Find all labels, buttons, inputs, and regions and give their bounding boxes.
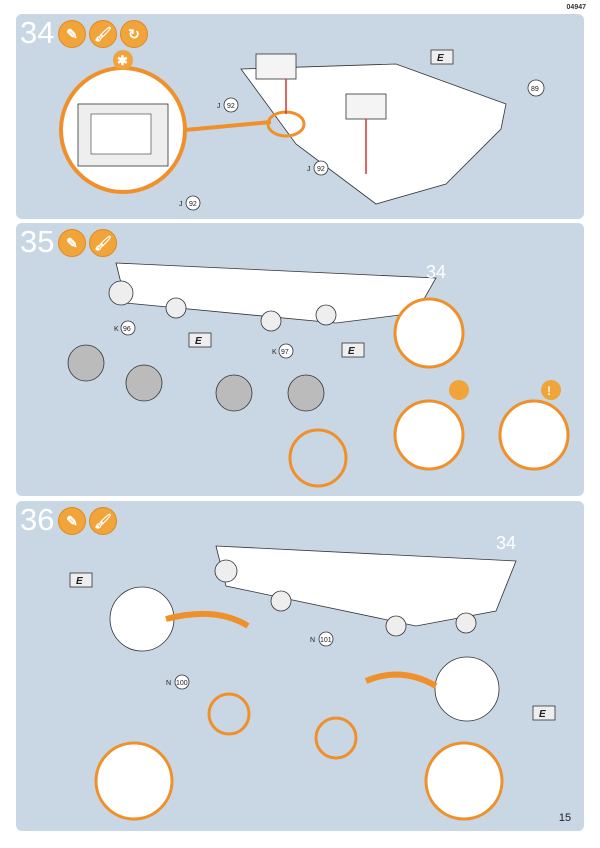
- part-label-j92: 92: [189, 201, 197, 208]
- decal-letter: E: [195, 336, 202, 347]
- reference-step-number: 34: [496, 533, 516, 553]
- step-34-illustration: ✱ 92 92 92 89 J J J E: [59, 49, 545, 211]
- part-letter: N: [310, 637, 315, 644]
- part-label-89: 89: [531, 86, 539, 93]
- part-letter: K: [272, 349, 277, 356]
- part-label-n101: 101: [320, 637, 332, 644]
- part-label-j92: 92: [317, 166, 325, 173]
- part-letter: J: [307, 166, 311, 173]
- decal-flag-icon: [532, 705, 556, 721]
- detail-circle: [94, 741, 174, 821]
- step-icons: ✎ 🖌: [58, 229, 117, 257]
- step-icons: ✎ 🖌 ↻: [58, 20, 148, 48]
- detail-circle: [434, 656, 500, 722]
- paint-brush-icon: 🖌: [89, 229, 117, 257]
- decal-flag-icon: [430, 49, 454, 65]
- svg-text:!: !: [547, 384, 551, 398]
- decal-letter: E: [539, 709, 546, 720]
- reference-step-number: 34: [426, 262, 446, 282]
- step-icons: ✎ 🖌: [58, 507, 117, 535]
- part-label-k97: 97: [281, 349, 289, 356]
- svg-text:✱: ✱: [117, 53, 128, 68]
- rotate-icon: ↻: [120, 20, 148, 48]
- step-35-illustration: 34 96 97 K K ! E E: [67, 262, 570, 488]
- detail-circle: [393, 297, 465, 369]
- part-letter: J: [217, 103, 221, 110]
- decal-letter: E: [437, 53, 444, 64]
- glue-icon: ✎: [58, 507, 86, 535]
- detail-circle: [109, 586, 175, 652]
- wing-part: [240, 63, 507, 205]
- part-letter: K: [114, 326, 119, 333]
- decal-letter: E: [348, 346, 355, 357]
- part-label-k96: 96: [123, 326, 131, 333]
- step-number: 34: [20, 15, 55, 50]
- decal-flag-icon: [69, 572, 93, 588]
- step-34-panel: 34 ✎ 🖌 ↻ ✱ 92 92 92 89 J J J E: [16, 14, 584, 219]
- decal-flag-icon: [341, 342, 365, 358]
- decal-letter: E: [76, 576, 83, 587]
- glue-icon: ✎: [58, 20, 86, 48]
- step-36-illustration: 34 100 101 N N E E: [69, 533, 556, 821]
- paint-brush-icon: 🖌: [89, 20, 117, 48]
- page-number: 15: [546, 805, 584, 831]
- warning-icon: [541, 380, 561, 400]
- step-number: 35: [20, 224, 55, 259]
- part-label-j92: 92: [227, 103, 235, 110]
- step-35-panel: 35 ✎ 🖌 34 96 97 K K ! E E: [16, 223, 584, 496]
- step-36-panel: 36 ✎ 🖌 34 100 101 N N E E 15: [16, 501, 584, 831]
- detail-circle: [424, 741, 504, 821]
- detail-circle: [393, 399, 465, 471]
- part-label-n100: 100: [176, 680, 188, 687]
- step-number: 36: [20, 502, 55, 537]
- decal-flag-icon: [188, 332, 212, 348]
- doc-code: 04947: [566, 4, 586, 11]
- paint-brush-icon: 🖌: [89, 507, 117, 535]
- part-letter: J: [179, 201, 183, 208]
- detail-circle: [498, 399, 570, 471]
- part-letter: N: [166, 680, 171, 687]
- glue-point-icon: [113, 50, 133, 70]
- glue-icon: ✎: [58, 229, 86, 257]
